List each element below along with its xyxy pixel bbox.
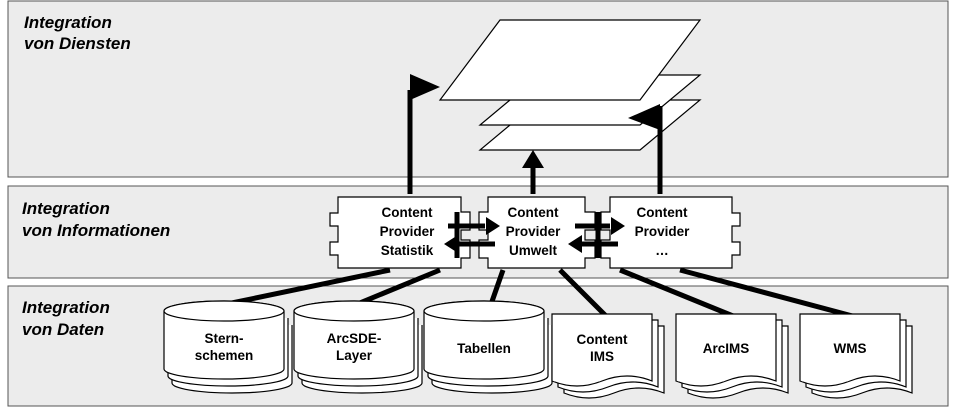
connector-sternschemen: [221, 267, 391, 308]
provider-statistik-line1: Content: [382, 205, 433, 220]
arrow-right-head: [628, 104, 660, 130]
provider-statistik-line2: Provider: [380, 224, 436, 239]
provider-statistik: [329, 196, 471, 269]
database-stack-icon: [423, 300, 553, 394]
source-tabellen-line1: Tabellen: [457, 341, 511, 356]
arrow-center-head: [522, 150, 544, 168]
source-content-ims-line2: IMS: [590, 349, 614, 364]
source-arcsde-line2: Layer: [336, 348, 373, 363]
exchange-arrow-2-3: [568, 212, 625, 258]
source-wms-line1: WMS: [834, 341, 867, 356]
providers: Content Provider Statistik Content Provi…: [329, 196, 741, 269]
connector-wms: [679, 267, 861, 321]
connector-arcims: [619, 267, 739, 321]
provider-more-line1: Content: [637, 205, 688, 220]
document-stack-icon: [799, 313, 913, 399]
provider-umwelt-line3: Umwelt: [509, 243, 558, 258]
source-sternschemen-line1: Stern-: [204, 331, 243, 346]
information-layer-band: [7, 185, 949, 279]
services-layer-title-line2: von Diensten: [24, 34, 131, 53]
data-layer-title-line1: Integration: [22, 298, 110, 317]
provider-statistik-line3: Statistik: [381, 243, 434, 258]
source-connectors: [221, 267, 861, 321]
database-stack-icon: [293, 300, 423, 394]
provider-more: [600, 196, 741, 269]
source-sternschemen-line2: schemen: [195, 348, 254, 363]
information-layer-title-line2: von Informationen: [22, 221, 170, 240]
provider-umwelt-line2: Provider: [506, 224, 562, 239]
data-sources: Stern- schemen ArcSDE- Layer Tabellen Co…: [163, 300, 913, 399]
source-arcsde-line1: ArcSDE-: [327, 331, 382, 346]
upward-arrows: [407, 74, 663, 194]
services-layer-title-line1: Integration: [24, 13, 112, 32]
arrow-left-head: [410, 74, 440, 100]
provider-umwelt: [478, 196, 596, 269]
data-layer-title-line2: von Daten: [22, 320, 104, 339]
provider-more-line3: …: [655, 243, 669, 258]
document-stack-icon: [551, 313, 665, 399]
information-layer-title-line1: Integration: [22, 199, 110, 218]
provider-more-line2: Provider: [635, 224, 691, 239]
source-content-ims-line1: Content: [577, 332, 628, 347]
exchange-arrow-1-2: [444, 212, 500, 258]
connector-content-ims: [558, 268, 610, 320]
document-stack-icon: [675, 313, 789, 399]
database-stack-icon: [163, 300, 293, 394]
provider-umwelt-line1: Content: [508, 205, 559, 220]
source-arcims-line1: ArcIMS: [703, 341, 750, 356]
